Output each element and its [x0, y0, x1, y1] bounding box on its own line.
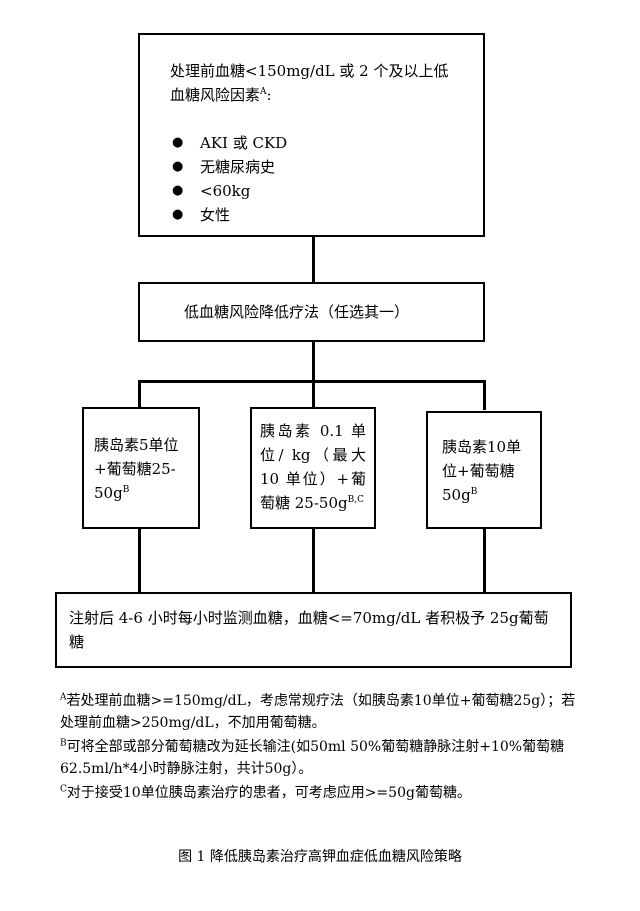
option-box-1: 胰岛素5单位+葡萄糖25-50gB: [82, 407, 200, 529]
bullet-icon: ●: [172, 159, 184, 174]
criteria-box: 处理前血糖<150mg/dL 或 2 个及以上低血糖风险因素A: ●AKI 或 …: [138, 33, 485, 237]
connector-line: [138, 380, 141, 410]
connector-line: [483, 380, 486, 410]
connector-line: [312, 529, 315, 592]
monitoring-box: 注射后 4-6 小时每小时监测血糖，血糖<=70mg/dL 者积极予 25g葡萄…: [55, 592, 572, 668]
list-item: ●AKI 或 CKD: [170, 131, 457, 155]
connector-line: [138, 529, 141, 592]
list-item: ●无糖尿病史: [170, 155, 457, 179]
bullet-icon: ●: [172, 135, 184, 150]
strategy-box: 低血糖风险降低疗法（任选其一）: [138, 282, 485, 342]
footnote-mark-bc: B,C: [347, 495, 364, 505]
footnote-mark-a: A: [260, 87, 267, 97]
connector-line: [312, 342, 315, 382]
figure-caption: 图 1 降低胰岛素治疗高钾血症低血糖风险策略: [178, 849, 462, 865]
strategy-label: 低血糖风险降低疗法（任选其一）: [184, 303, 410, 321]
connector-line: [312, 380, 315, 410]
risk-factor-list: ●AKI 或 CKD ●无糖尿病史 ●<60kg ●女性: [170, 131, 457, 227]
connector-line: [483, 529, 486, 592]
bullet-icon: ●: [172, 207, 184, 222]
list-item: ●女性: [170, 203, 457, 227]
footnote-mark-b: B: [122, 485, 130, 495]
footnotes: A若处理前血糖>=150mg/dL，考虑常规疗法（如胰岛素10单位+葡萄糖25g…: [60, 690, 580, 806]
connector-line: [312, 237, 315, 282]
footnote-c: C对于接受10单位胰岛素治疗的患者，可考虑应用>=50g葡萄糖。: [60, 784, 471, 801]
option-box-3: 胰岛素10单位+葡萄糖50gB: [426, 411, 542, 529]
footnote-b: B可将全部或部分葡萄糖改为延长输注(如50ml 50%葡萄糖静脉注射+10%葡萄…: [60, 738, 565, 777]
footnote-mark-b: B: [470, 487, 478, 497]
criteria-title: 处理前血糖<150mg/dL 或 2 个及以上低血糖风险因素A:: [170, 62, 449, 104]
bullet-icon: ●: [172, 183, 184, 198]
list-item: ●<60kg: [170, 179, 457, 203]
option-box-2: 胰岛素 0.1 单位/ kg（最大10 单位）+葡萄糖 25-50gB,C: [250, 407, 376, 529]
footnote-a: A若处理前血糖>=150mg/dL，考虑常规疗法（如胰岛素10单位+葡萄糖25g…: [60, 692, 576, 731]
